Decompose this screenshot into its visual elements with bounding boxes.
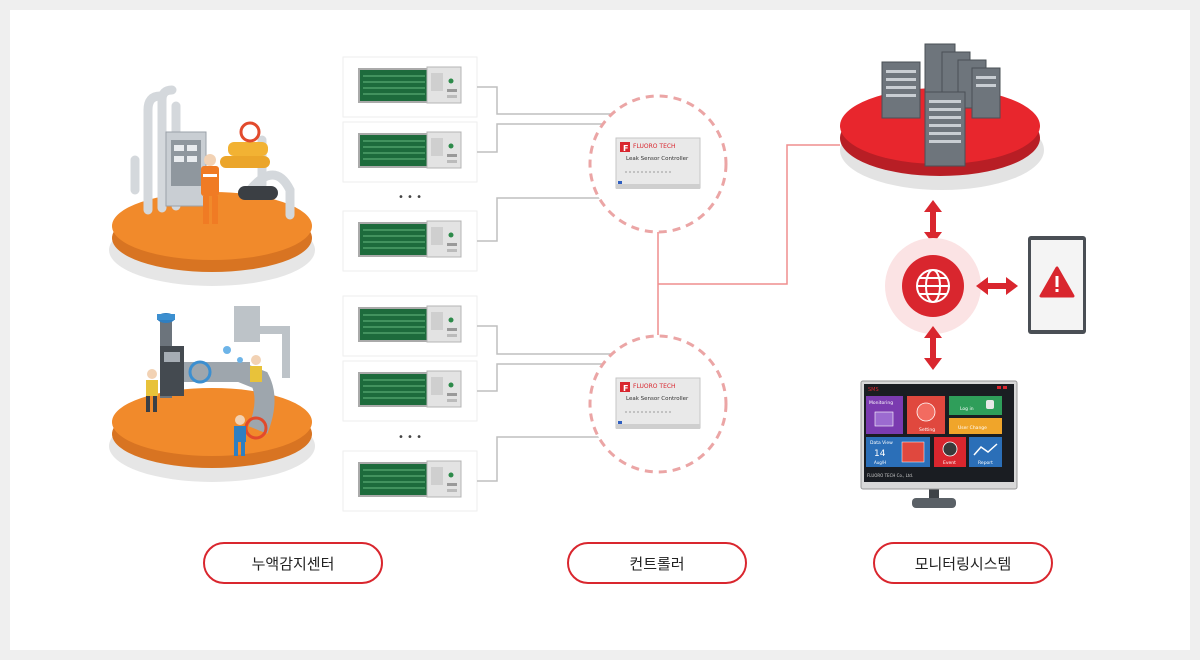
tile-data-unit: Aug/H — [874, 460, 886, 465]
controller-model: Leak Sensor Controller — [626, 396, 689, 402]
warning-icon — [1039, 266, 1075, 298]
controller-node-top: F FLUORO TECH Leak Sensor Controller — [588, 94, 728, 234]
leak-sensor — [342, 450, 478, 512]
leak-center-label[interactable]: 누액감지센터 — [203, 542, 383, 584]
svg-text:F: F — [623, 144, 628, 153]
double-arrow-icon — [924, 358, 942, 370]
alert-tablet — [1028, 236, 1086, 334]
globe-icon — [916, 269, 950, 303]
controller-brand: FLUORO TECH — [633, 143, 676, 150]
monitoring-display: SMS Monitoring Setting Log in User Chang… — [860, 380, 1018, 508]
tile-data-number: 14 — [874, 449, 886, 459]
sensor-connector-lines — [477, 86, 612, 482]
system-diagram: • • • • • • F FLUORO TECH Leak Sensor Co… — [109, 43, 1086, 512]
tile-data-view: Data View — [870, 440, 893, 446]
tile-event: Event — [943, 460, 956, 466]
leak-sensor — [342, 121, 478, 183]
double-arrow-icon — [924, 200, 942, 232]
double-arrow-icon — [976, 277, 1006, 295]
controller-brand: FLUORO TECH — [633, 383, 676, 390]
monitor-app-name: SMS — [868, 387, 879, 393]
sensor-ellipsis-bottom: • • • — [398, 432, 422, 443]
server-platform — [840, 43, 1044, 190]
tile-login: Log in — [960, 406, 974, 412]
sensor-ellipsis-top: • • • — [398, 192, 422, 203]
tile-user-change: User Change — [958, 425, 987, 431]
tile-monitoring: Monitoring — [869, 400, 893, 406]
svg-text:F: F — [623, 384, 628, 393]
pipeline-scene-bottom — [109, 306, 315, 482]
network-link-lines — [657, 144, 840, 335]
controller-label[interactable]: 컨트롤러 — [567, 542, 747, 584]
diagram-panel: • • • • • • F FLUORO TECH Leak Sensor Co… — [10, 10, 1190, 650]
monitor-footer: FLUORO TECH Co., Ltd. — [867, 473, 913, 478]
tile-report: Report — [978, 460, 993, 466]
controller-node-bottom: F FLUORO TECH Leak Sensor Controller — [588, 334, 728, 474]
leak-sensor — [342, 56, 478, 118]
controller-model: Leak Sensor Controller — [626, 156, 689, 162]
tile-setting: Setting — [919, 427, 935, 433]
leak-sensor — [342, 210, 478, 272]
plant-scene-top — [109, 85, 315, 286]
leak-sensor — [342, 295, 478, 357]
network-hub — [885, 200, 1018, 370]
monitoring-system-label[interactable]: 모니터링시스템 — [873, 542, 1053, 584]
leak-sensor — [342, 360, 478, 422]
